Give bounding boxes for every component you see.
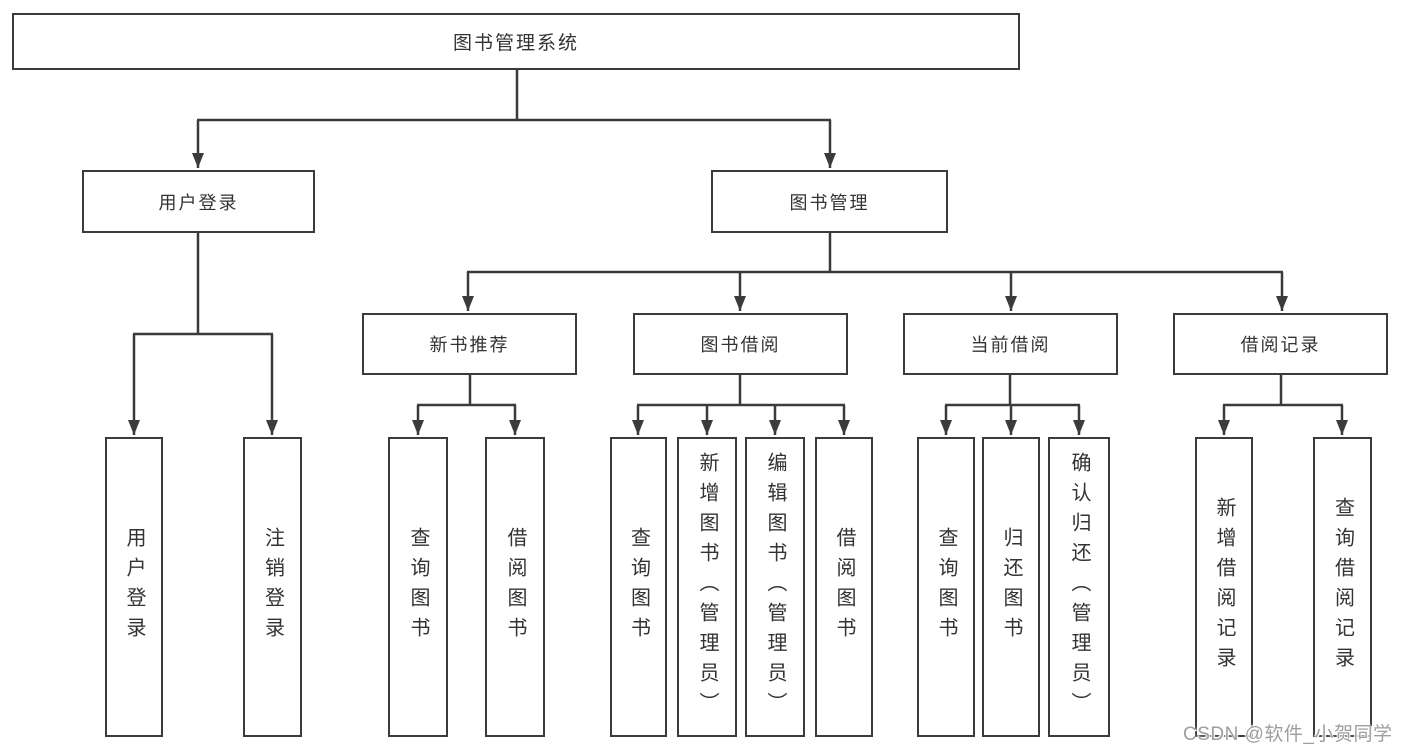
leaf-return-book: 归还图书 [982,437,1040,737]
leaf-add-book-admin: 新增图书（管理员） [677,437,737,737]
leaf-logout: 注销登录 [243,437,302,737]
node-borrow-record: 借阅记录 [1173,313,1388,375]
node-current-borrow: 当前借阅 [903,313,1118,375]
leaf-query-book-2: 查询图书 [610,437,667,737]
node-user-login: 用户登录 [82,170,315,233]
node-new-book-recommend: 新书推荐 [362,313,577,375]
node-library-system: 图书管理系统 [12,13,1020,70]
node-book-borrow: 图书借阅 [633,313,848,375]
node-book-management: 图书管理 [711,170,948,233]
leaf-query-book-1: 查询图书 [388,437,448,737]
leaf-add-borrow-record: 新增借阅记录 [1195,437,1253,737]
leaf-user-login: 用户登录 [105,437,163,737]
leaf-query-book-3: 查询图书 [917,437,975,737]
leaf-query-borrow-record: 查询借阅记录 [1313,437,1372,737]
leaf-edit-book-admin: 编辑图书（管理员） [745,437,805,737]
leaf-borrow-book-1: 借阅图书 [485,437,545,737]
leaf-confirm-return-admin: 确认归还（管理员） [1048,437,1110,737]
watermark: CSDN @软件_小贺同学 [1183,724,1393,745]
leaf-borrow-book-2: 借阅图书 [815,437,873,737]
